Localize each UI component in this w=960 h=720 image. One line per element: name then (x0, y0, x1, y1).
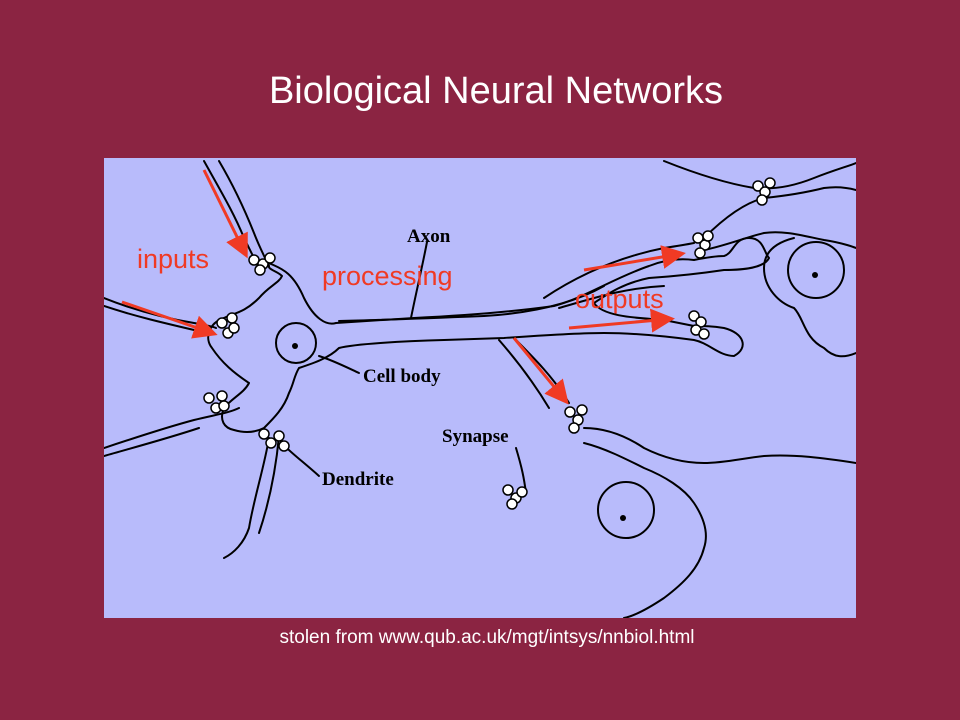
input-arrow-lower (121, 300, 218, 339)
left-nucleus-dot (292, 343, 298, 349)
outputs-annotation: outputs (575, 284, 664, 314)
dendrite-bottom-left-b (104, 427, 200, 457)
terminal-synapse-bottom (502, 484, 528, 510)
upper-output-branch (543, 242, 695, 299)
synapse-pointer (515, 447, 527, 494)
axon-label: Axon (407, 226, 451, 247)
terminal-bottom-middle (258, 428, 290, 452)
output-arrow-upper (583, 245, 686, 272)
terminal-output-upper (692, 230, 714, 259)
dendrite-label: Dendrite (322, 469, 394, 490)
terminal-bottom-left (203, 390, 230, 414)
terminal-output-lower (688, 310, 710, 340)
dendrite-bottom-left (104, 407, 240, 449)
dendrite-top-left-b (218, 160, 270, 267)
cell-body-pointer (318, 355, 360, 374)
output-arrow-lower (568, 308, 675, 333)
left-nucleus-outline (275, 322, 317, 364)
cell-body-label: Cell body (363, 366, 441, 387)
terminal-top-left (248, 252, 276, 276)
dendrite-bottom-down-b (258, 435, 280, 534)
dendrite-left-middle-b (104, 305, 195, 331)
right-lower-branch (583, 427, 856, 464)
source-caption: stolen from www.qub.ac.uk/mgt/intsys/nnb… (279, 627, 695, 648)
neuron-diagram: inputs processing outputs Axon Cell body… (104, 158, 856, 618)
synapse-label: Synapse (442, 426, 509, 447)
right-lower-nucleus-dot (620, 515, 626, 521)
right-upper-neuron-outline (663, 160, 856, 251)
output-arrow-synapse (512, 337, 569, 405)
right-lower-neuron-outline (583, 442, 707, 618)
neuron-drawing (104, 160, 856, 618)
right-lower-nucleus-outline (597, 481, 655, 539)
terminal-synapse-mid (564, 404, 588, 434)
axon-pointer (410, 241, 428, 319)
right-upper-cell-outline (763, 237, 856, 358)
axon-upper-edge (338, 285, 605, 322)
right-upper-nucleus-dot (812, 272, 818, 278)
dendrite-bottom-down (223, 437, 270, 559)
dendrite-left-middle (104, 297, 217, 329)
upper-output-branch-lower (558, 285, 665, 309)
input-arrow-upper (202, 169, 248, 259)
dendrite-top-left-a (203, 160, 260, 269)
slide-title: Biological Neural Networks (268, 70, 724, 112)
terminal-left-middle (216, 312, 240, 339)
inputs-annotation: inputs (137, 244, 210, 274)
right-upper-nucleus-outline (787, 241, 845, 299)
processing-annotation: processing (322, 261, 453, 291)
left-cell-body-outline (207, 237, 770, 434)
terminal-top-right (752, 177, 776, 206)
